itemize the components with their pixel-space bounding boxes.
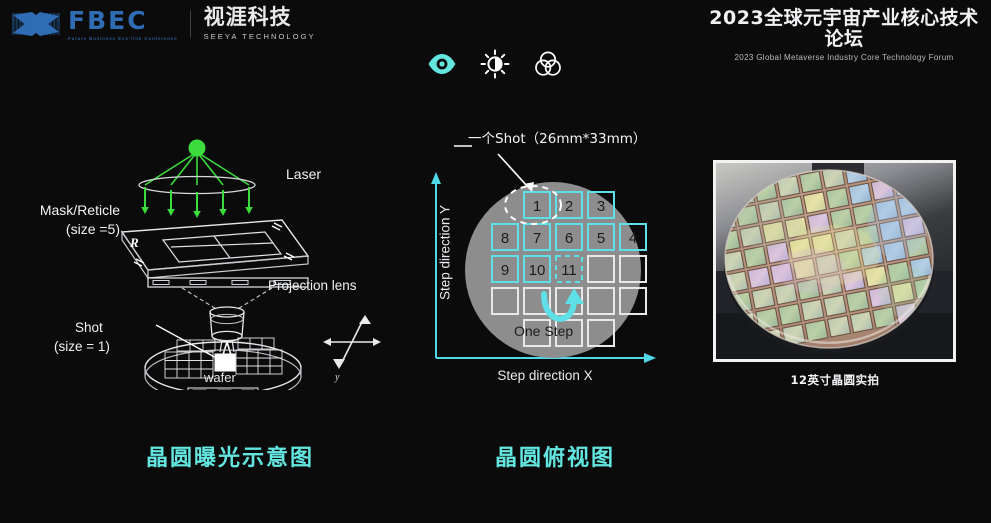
reticle-mark-label: R [129,235,139,250]
icon-row [425,46,565,82]
mid-caption: 晶圆俯视图 [494,446,615,471]
mask-label: Mask/Reticle [39,202,120,218]
svg-text:8: 8 [501,230,509,247]
fbec-ribbon-logo-icon [12,12,60,36]
mask-size-label: (size =5) [65,221,120,237]
seeya-wordmark: 视涯科技 SEEYA TECHNOLOGY [203,5,316,42]
axis-mark-label: y [334,372,340,383]
beam-arrows [144,187,250,212]
laser-source-icon [188,139,206,157]
svg-text:3: 3 [597,198,605,215]
brand-divider [189,10,191,38]
left-diagram-panel: R [40,130,390,403]
header-bar: FBEC Future Business Eco-link Conference… [0,0,991,62]
svg-text:7: 7 [533,230,541,247]
shot-label: Shot [75,320,103,335]
shot-numbers: 1 2 3 8 7 6 5 4 9 10 11 [501,198,637,279]
shot-grid [491,191,647,347]
eye-icon-button[interactable] [425,47,459,81]
svg-text:4: 4 [629,230,637,247]
wafer-photo-frame [713,160,956,362]
laser-label: Laser [286,166,322,182]
svg-text:2: 2 [565,198,573,215]
event-title-en: 2023 Global Metaverse Industry Core Tech… [734,52,954,62]
svg-text:9: 9 [501,262,509,279]
shot-callout-leader [497,153,529,188]
fbec-subtitle: Future Business Eco-link Conference [68,35,178,41]
x-axis-label: Step direction X [497,368,593,383]
projection-lens-label: Projection lens [268,278,357,293]
seeya-name-cn: 视涯科技 [203,5,292,29]
y-axis-arrowhead [431,172,441,184]
brightness-icon [480,49,510,79]
svg-text:5: 5 [597,230,605,247]
one-step-label: One Step [514,323,574,339]
wafer-die-grid [725,170,933,348]
fbec-wordmark: FBEC Future Business Eco-link Conference [68,8,178,41]
shot-size-label: (size = 1) [54,339,110,354]
svg-text:1: 1 [533,198,541,215]
current-shot-highlight [214,353,236,372]
eye-icon [428,54,456,74]
right-photo-caption: 12英寸晶圆实拍 [790,373,880,387]
laser-beams [144,151,250,186]
wafer-label: wafer [204,370,236,385]
shot-leader-line [155,324,221,361]
event-title-cn: 2023全球元宇宙产业核心技术论坛 [709,7,979,50]
color-venn-icon-button[interactable] [531,47,565,81]
wafer-exposure-diagram: R [120,139,381,403]
brightness-icon-button[interactable] [478,47,512,81]
event-title: 2023全球元宇宙产业核心技术论坛 2023 Global Metaverse … [709,8,979,62]
silicon-wafer-photo [716,163,953,359]
y-axis-label: Step direction Y [437,204,453,301]
wafer-topview-diagram: 1 2 3 8 7 6 5 4 9 10 11 [431,145,656,363]
mid-diagram-panel: 1 2 3 8 7 6 5 4 9 10 11 一个Shot（26mm*33mm） Step … [420,130,690,400]
stage-xy-arrows [328,319,376,365]
shot-callout-label: 一个Shot（26mm*33mm） [468,131,647,147]
svg-text:6: 6 [565,230,573,247]
one-step-arrow [541,291,577,322]
seeya-name-en: SEEYA TECHNOLOGY [203,32,316,41]
brand-lockup: FBEC Future Business Eco-link Conference… [10,6,316,42]
color-venn-icon [535,51,561,76]
svg-text:10: 10 [529,262,546,279]
x-axis-arrowhead [644,353,656,363]
fbec-text: FBEC [68,5,148,35]
projection-path [181,287,273,311]
mask-reticle-plate: R [120,219,310,288]
svg-text:11: 11 [561,262,577,279]
left-caption: 晶圆曝光示意图 [145,446,314,471]
step-axes [435,180,648,359]
